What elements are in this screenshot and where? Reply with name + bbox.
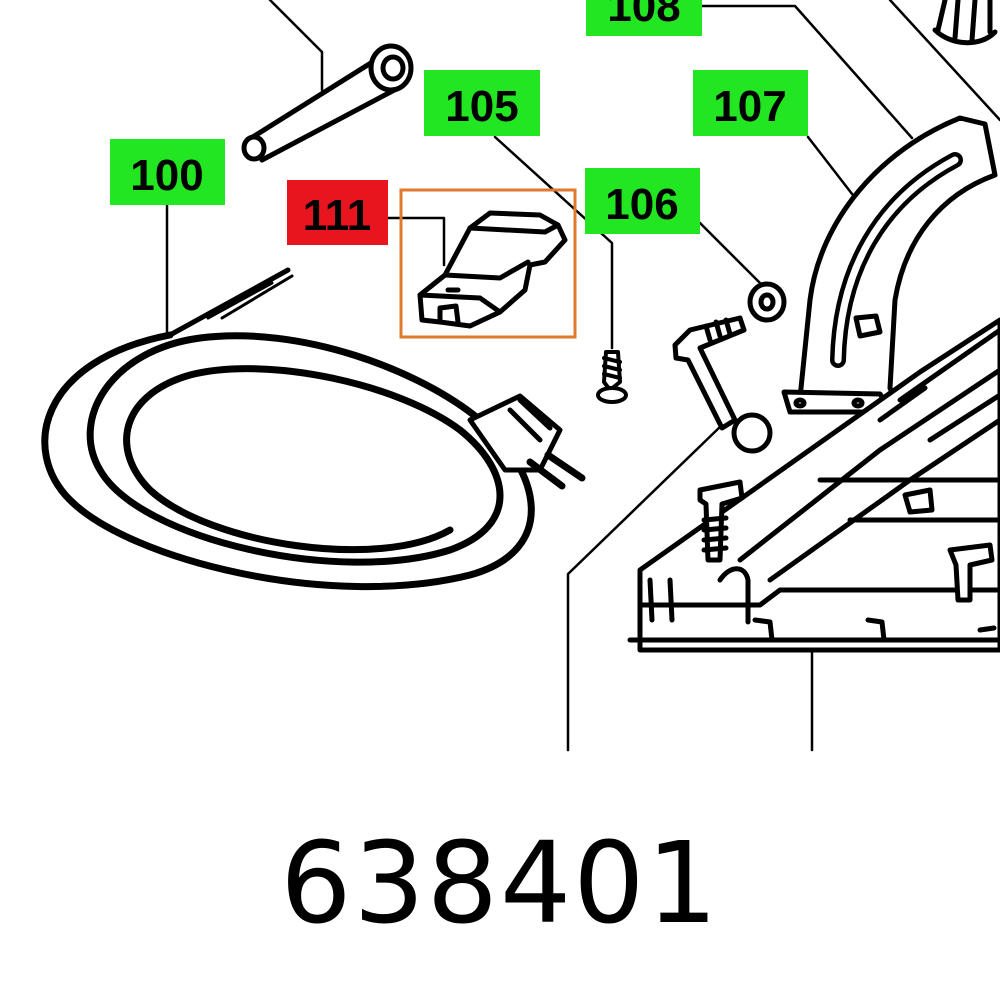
part-number: 638401 <box>280 819 720 949</box>
leader-line-106 <box>698 221 762 285</box>
selection-box-111 <box>399 188 577 339</box>
callout-badge-107: 107 <box>693 70 808 136</box>
pin-sleeve-part <box>241 43 414 163</box>
leader-line-111 <box>386 216 446 267</box>
switch-cover-part <box>417 210 568 329</box>
callout-badge-106: 106 <box>585 168 700 234</box>
callout-label-100: 100 <box>130 151 203 200</box>
clamp-lever-part <box>672 315 773 454</box>
callout-label-107: 107 <box>713 82 786 131</box>
knob-part <box>932 0 998 46</box>
power-cord-part <box>41 267 586 591</box>
washer-part <box>747 281 787 323</box>
callout-badge-108: 108 <box>586 0 702 36</box>
leader-line-lever <box>566 423 724 752</box>
callout-label-106: 106 <box>605 180 678 229</box>
callout-badge-105: 105 <box>424 70 540 136</box>
leader-line-top-right <box>888 0 1000 122</box>
screw-part <box>596 350 628 404</box>
leader-line-105 <box>493 135 614 350</box>
callout-label-108: 108 <box>607 0 680 31</box>
leader-line-108 <box>700 4 914 140</box>
callout-label-105: 105 <box>445 82 518 131</box>
base-plate-part <box>627 317 1000 653</box>
callout-badge-111: 111 <box>287 180 388 245</box>
leader-line-pin <box>268 0 324 92</box>
guard-arc-part <box>781 115 998 415</box>
callout-badge-100: 100 <box>110 139 225 205</box>
callout-label-111: 111 <box>303 191 372 240</box>
